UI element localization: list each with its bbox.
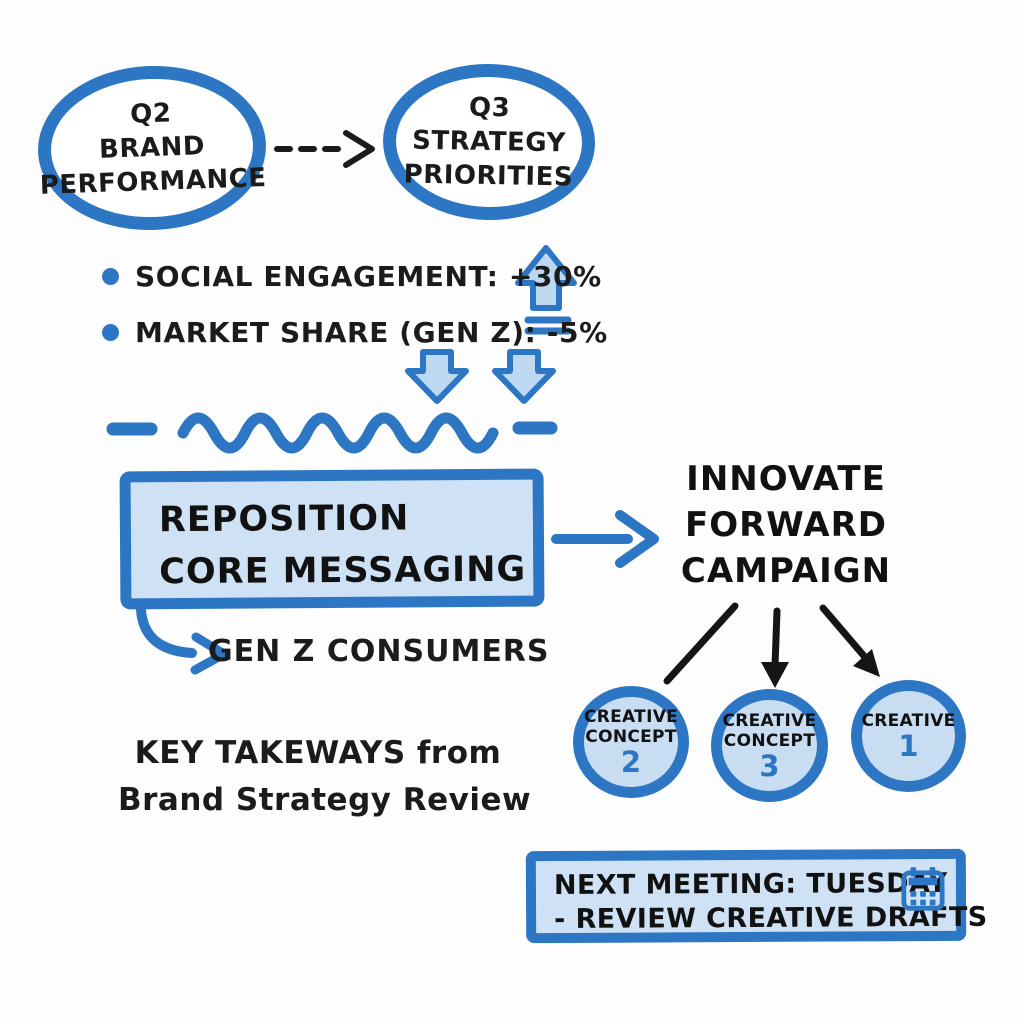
metric-text: MARKET SHARE (GEN Z): -5% xyxy=(135,316,608,349)
concept-label-line: CONCEPT xyxy=(723,730,816,751)
caption-line: KEY TAKEWAYS from xyxy=(134,735,502,771)
dashed-arrow-q2-to-q3 xyxy=(274,130,375,168)
trend-down-icon xyxy=(405,349,469,404)
node-creative-concept-2: CREATIVE CONCEPT 2 xyxy=(573,686,689,798)
node-label-line: Q2 xyxy=(129,98,172,130)
campaign-line: FORWARD xyxy=(684,505,887,545)
bullet-dot-icon xyxy=(102,324,119,341)
concept-label-line: CREATIVE xyxy=(861,711,956,731)
squiggle-divider xyxy=(106,412,558,454)
metric-market-share: MARKET SHARE (GEN Z): -5% xyxy=(102,316,608,349)
concept-number: 3 xyxy=(759,748,780,783)
box-label-line: REPOSITION xyxy=(158,498,410,541)
fan-arrow-middle xyxy=(761,607,789,688)
next-meeting-note: NEXT MEETING: TUESDAY - REVIEW CREATIVE … xyxy=(525,848,988,944)
metric-text: SOCIAL ENGAGEMENT: +30% xyxy=(135,260,602,293)
campaign-line: INNOVATE xyxy=(686,459,886,499)
calendar-icon xyxy=(901,866,945,911)
bullet-dot-icon xyxy=(102,268,119,285)
fan-arrow-left xyxy=(663,602,739,685)
metric-social-engagement: SOCIAL ENGAGEMENT: +30% xyxy=(102,260,602,293)
gen-z-consumers-note: GEN Z CONSUMERS xyxy=(208,634,550,669)
node-q3-strategy-priorities: Q3 STRATEGY PRIORITIES xyxy=(381,62,597,222)
caption-line: Brand Strategy Review xyxy=(118,782,532,818)
node-label-line: PRIORITIES xyxy=(403,159,574,193)
concept-label-line: CREATIVE xyxy=(583,707,679,727)
node-label-line: Q3 xyxy=(468,92,511,124)
concept-label-line: CONCEPT xyxy=(585,727,677,747)
concept-number: 2 xyxy=(620,745,642,779)
node-creative-concept-3: CREATIVE CONCEPT 3 xyxy=(711,689,828,802)
arrow-reposition-to-campaign xyxy=(551,510,659,568)
meeting-line: NEXT MEETING: TUESDAY xyxy=(553,867,948,902)
node-q2-brand-performance: Q2 BRAND PERFORMANCE xyxy=(35,62,269,234)
node-label-line: PERFORMANCE xyxy=(39,163,268,201)
node-creative-1: CREATIVE 1 xyxy=(851,680,966,792)
node-label-line: STRATEGY xyxy=(411,125,567,159)
concept-label-line: CREATIVE xyxy=(722,710,817,731)
key-takeaways-caption: KEY TAKEWAYS from Brand Strategy Review xyxy=(118,730,532,824)
fan-arrow-right xyxy=(819,604,880,677)
node-reposition-core-messaging: REPOSITION CORE MESSAGING xyxy=(119,468,545,610)
campaign-line: CAMPAIGN xyxy=(680,551,892,591)
node-innovate-forward-campaign: INNOVATE FORWARD CAMPAIGN xyxy=(656,456,916,594)
concept-number: 1 xyxy=(898,729,919,763)
node-label-line: BRAND xyxy=(98,131,206,165)
trend-down-icon xyxy=(492,349,556,404)
box-label-line: CORE MESSAGING xyxy=(159,549,527,593)
meeting-line: - REVIEW CREATIVE DRAFTS xyxy=(554,901,988,936)
